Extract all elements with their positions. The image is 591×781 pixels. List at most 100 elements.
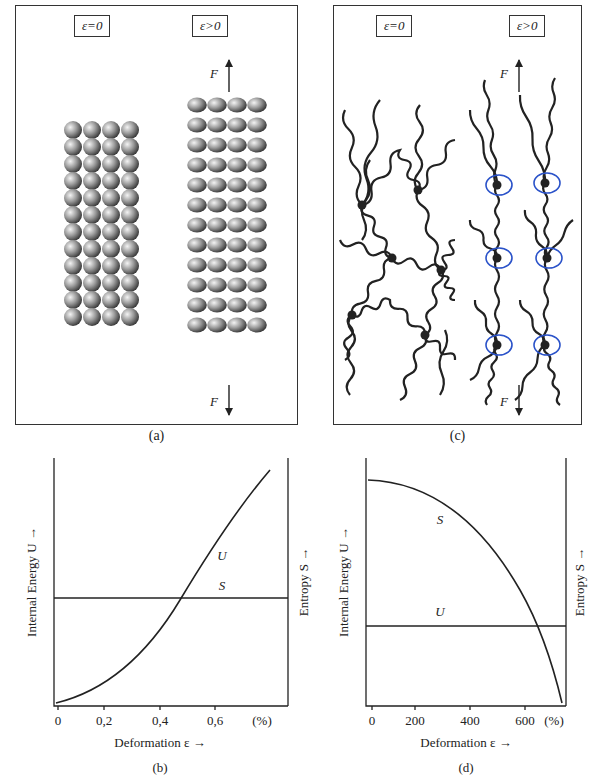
- atom: [207, 238, 227, 253]
- atom: [247, 198, 267, 213]
- crosslink: [543, 254, 552, 263]
- atom: [102, 223, 120, 241]
- panel-caption: (c): [450, 428, 466, 444]
- atom: [64, 223, 82, 241]
- tick-label: 400: [460, 713, 480, 729]
- atom: [121, 223, 139, 241]
- atom: [247, 98, 267, 113]
- graph-b: [54, 458, 288, 710]
- force-arrows: [229, 60, 519, 415]
- atom: [121, 189, 139, 207]
- atom: [207, 218, 227, 233]
- atom: [227, 278, 247, 293]
- curve-label: S: [219, 578, 226, 594]
- atom: [64, 121, 82, 139]
- curve-label: U: [435, 604, 444, 620]
- hand-circle: [486, 248, 512, 268]
- atom: [207, 298, 227, 313]
- atom: [187, 118, 207, 133]
- tick-label: 0,2: [96, 713, 112, 729]
- tick-label: 600: [515, 713, 535, 729]
- atom: [227, 318, 247, 333]
- axis-title: Internal Energy U →: [336, 527, 352, 637]
- atom: [187, 178, 207, 193]
- force-label: F: [210, 394, 218, 410]
- graph-d: [366, 458, 566, 710]
- atom: [102, 206, 120, 224]
- crosslink: [541, 341, 550, 350]
- atom: [83, 155, 101, 173]
- atom: [247, 118, 267, 133]
- strain-box: ε=0: [74, 15, 110, 37]
- chain: [470, 220, 497, 258]
- axis-title: Entropy S →: [572, 548, 588, 617]
- crosslink: [493, 254, 502, 263]
- chain: [439, 330, 447, 395]
- atom: [207, 138, 227, 153]
- chain: [362, 100, 455, 205]
- hand-circle: [486, 175, 512, 195]
- curve-label: S: [437, 512, 444, 528]
- atom: [247, 178, 267, 193]
- hand-circle: [536, 248, 562, 268]
- tick-label: 200: [405, 713, 425, 729]
- polymer-chains: [340, 78, 573, 405]
- atom: [247, 298, 267, 313]
- axis-title: Deformation ε →: [420, 735, 511, 751]
- atom: [187, 278, 207, 293]
- atom: [247, 138, 267, 153]
- force-label: F: [500, 66, 508, 82]
- strain-box: ε>0: [192, 15, 228, 37]
- axis-title: Internal Energy U →: [24, 527, 40, 637]
- crosslink: [414, 186, 423, 195]
- panel-caption: (b): [152, 760, 167, 776]
- atom: [83, 308, 101, 326]
- tick-label: 0: [55, 713, 62, 729]
- atom: [227, 238, 247, 253]
- atom: [247, 158, 267, 173]
- tick-label: 0,6: [207, 713, 223, 729]
- atom: [121, 172, 139, 190]
- atom: [102, 172, 120, 190]
- atom: [227, 158, 247, 173]
- chain: [484, 80, 499, 405]
- atom: [83, 240, 101, 258]
- chain: [362, 160, 370, 240]
- hand-circle: [486, 335, 512, 355]
- atom: [187, 218, 207, 233]
- atom: [121, 240, 139, 258]
- crosslink: [437, 266, 446, 275]
- chain: [525, 210, 547, 258]
- atom: [227, 218, 247, 233]
- atom: [121, 291, 139, 309]
- crosslink: [388, 254, 397, 263]
- atom: [102, 257, 120, 275]
- atom: [187, 198, 207, 213]
- atom: [121, 121, 139, 139]
- axis-title: Deformation ε →: [114, 735, 205, 751]
- atom: [247, 218, 267, 233]
- atom: [83, 189, 101, 207]
- atom: [102, 138, 120, 156]
- atom: [83, 274, 101, 292]
- atom: [102, 240, 120, 258]
- atom: [64, 189, 82, 207]
- atom: [64, 240, 82, 258]
- chain: [470, 345, 497, 380]
- atom: [64, 155, 82, 173]
- hand-circle: [534, 173, 560, 193]
- crosslink: [493, 341, 502, 350]
- atom: [227, 298, 247, 313]
- atom: [207, 178, 227, 193]
- tick-label: (%): [252, 713, 272, 729]
- atom: [64, 138, 82, 156]
- atom: [102, 121, 120, 139]
- chain: [344, 298, 455, 360]
- atom: [83, 257, 101, 275]
- crosslinks: [348, 179, 552, 350]
- figure-panel: (c)ε=0ε>0: [333, 5, 582, 425]
- atom: [64, 257, 82, 275]
- atom: [207, 318, 227, 333]
- atom: [247, 258, 267, 273]
